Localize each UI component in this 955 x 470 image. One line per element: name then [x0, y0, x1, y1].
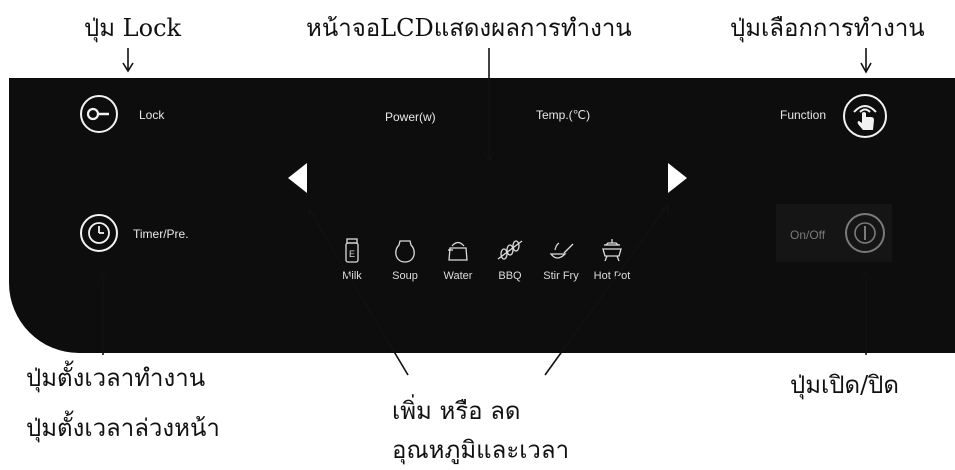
- onoff-label: On/Off: [790, 228, 826, 242]
- temp-label: Temp.(℃): [536, 108, 591, 122]
- timer-annotation-line1: ปุ่มตั้งเวลาทำงาน: [26, 364, 206, 392]
- kettle-icon: [448, 241, 468, 261]
- skewer-icon: [497, 240, 523, 260]
- clock-icon: [88, 222, 110, 244]
- power-icon: [854, 222, 876, 244]
- milk-bottle-icon: E: [345, 238, 359, 263]
- function-label: Function: [780, 108, 827, 122]
- increase-pointer-arrow: [544, 205, 668, 376]
- power-button-annotation: ปุ่มเปิด/ปิด: [790, 371, 899, 399]
- adjust-annotation-line1: เพิ่ม หรือ ลด: [392, 397, 521, 425]
- key-icon: [86, 107, 109, 121]
- timer-button[interactable]: [80, 214, 118, 252]
- timer-label: Timer/Pre.: [133, 227, 189, 241]
- svg-text:E: E: [349, 249, 355, 259]
- frying-pan-icon: [549, 242, 574, 259]
- mode-label: BBQ: [498, 270, 522, 282]
- function-button[interactable]: [843, 94, 887, 138]
- lock-label: Lock: [139, 108, 165, 122]
- mode-label: Soup: [392, 270, 418, 282]
- mode-hot-pot[interactable]: Hot Pot: [585, 236, 639, 282]
- mode-soup[interactable]: Soup: [378, 236, 432, 282]
- mode-label: Hot Pot: [593, 270, 631, 282]
- power-label: Power(w): [385, 110, 436, 124]
- decrease-pointer-arrow: [309, 210, 409, 376]
- mode-bbq[interactable]: BBQ: [483, 236, 537, 282]
- decrease-arrow-button[interactable]: [286, 161, 310, 195]
- increase-arrow-button[interactable]: [665, 161, 689, 195]
- hot-pot-icon: [602, 239, 622, 262]
- mode-label: Water: [443, 270, 473, 282]
- mode-stir-fry[interactable]: Stir Fry: [534, 236, 588, 282]
- lock-button[interactable]: [80, 95, 118, 133]
- mode-label: Stir Fry: [543, 270, 579, 282]
- adjust-annotation-line2: อุณหภูมิและเวลา: [392, 436, 570, 464]
- mode-water[interactable]: Water: [431, 236, 485, 282]
- soup-pot-icon: [395, 240, 415, 263]
- power-button[interactable]: [845, 213, 885, 253]
- timer-annotation-line2: ปุ่มตั้งเวลาล่วงหน้า: [26, 414, 220, 442]
- lcd-display-annotation: หน้าจอLCDแสดงผลการทำงาน: [306, 14, 632, 42]
- hand-tap-icon: [853, 105, 877, 130]
- lock-button-annotation: ปุ่ม Lock: [84, 14, 182, 42]
- function-button-annotation: ปุ่มเลือกการทำงาน: [730, 14, 925, 42]
